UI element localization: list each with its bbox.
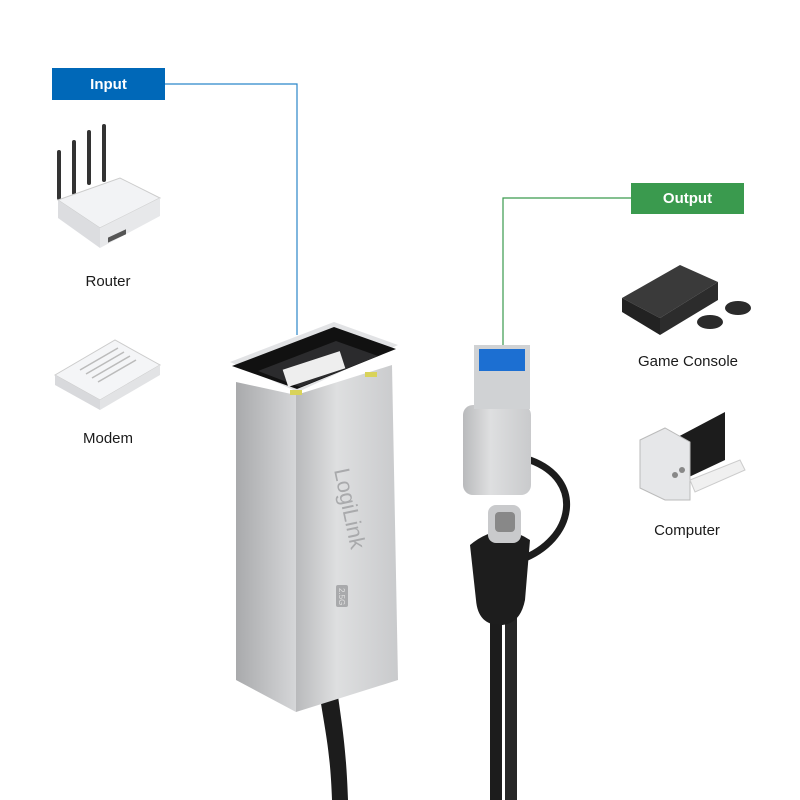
ethernet-adapter [230,322,398,800]
input-connector-line [165,83,298,335]
router-label: Router [85,273,131,290]
game-console-label: Game Console [637,353,739,370]
modem-icon [53,339,162,410]
input-tag: Input [52,68,165,100]
router-icon [56,124,162,248]
output-connector-line [502,197,631,345]
game-console-icon [622,265,751,335]
computer-icon [639,412,746,501]
output-tag: Output [631,183,744,214]
adapter-badge: 2.5G [337,588,346,605]
modem-label: Modem [82,430,134,447]
computer-label: Computer [654,522,720,539]
usb-cable [463,345,570,800]
